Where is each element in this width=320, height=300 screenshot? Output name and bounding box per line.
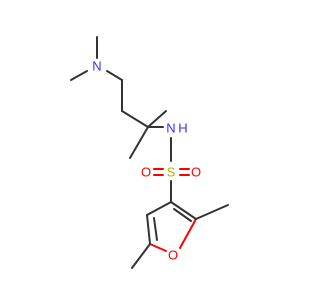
bond-c3-c2 xyxy=(170,201,197,220)
atom-o-sulfonyl-left: O xyxy=(141,165,151,180)
atom-o-sulfonyl-right: O xyxy=(191,165,201,180)
bond-o-c2 xyxy=(179,218,197,249)
bond-nme-left xyxy=(70,70,88,81)
bond-c3-c4 xyxy=(146,201,172,216)
atom-n-sulfonamide: N xyxy=(166,121,175,136)
atom-o-furan: O xyxy=(168,248,178,263)
bond-c5-o xyxy=(149,243,167,252)
bond-cq-me-left xyxy=(129,126,149,159)
bond-c4-c5-inner xyxy=(153,217,158,241)
bonds xyxy=(70,36,229,269)
atom-labels: N N H S O O O xyxy=(92,59,201,263)
atom-s-sulfonyl: S xyxy=(167,165,176,180)
bond-cq-me-top xyxy=(147,110,167,128)
bond-n-ch2 xyxy=(106,70,123,81)
bond-ch2-cq xyxy=(121,110,149,128)
bond-c2-me xyxy=(195,204,229,220)
atom-n-amine: N xyxy=(92,59,101,74)
atom-h-sulfonamide: H xyxy=(178,121,187,136)
molecule-structure: N N H S O O O xyxy=(70,36,229,269)
bond-c5-me xyxy=(131,243,151,269)
bond-c3-c2-inner xyxy=(173,208,192,222)
bond-c4-c5 xyxy=(146,214,151,245)
